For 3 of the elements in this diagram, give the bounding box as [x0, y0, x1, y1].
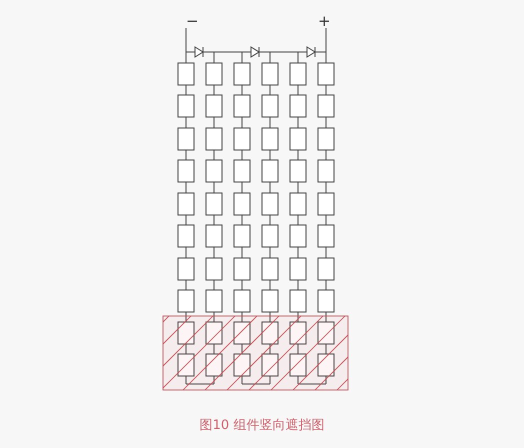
terminal-label: −	[186, 14, 199, 29]
terminal-label: +	[318, 14, 331, 29]
caption: 图10 组件竖向遮挡图	[198, 417, 326, 434]
